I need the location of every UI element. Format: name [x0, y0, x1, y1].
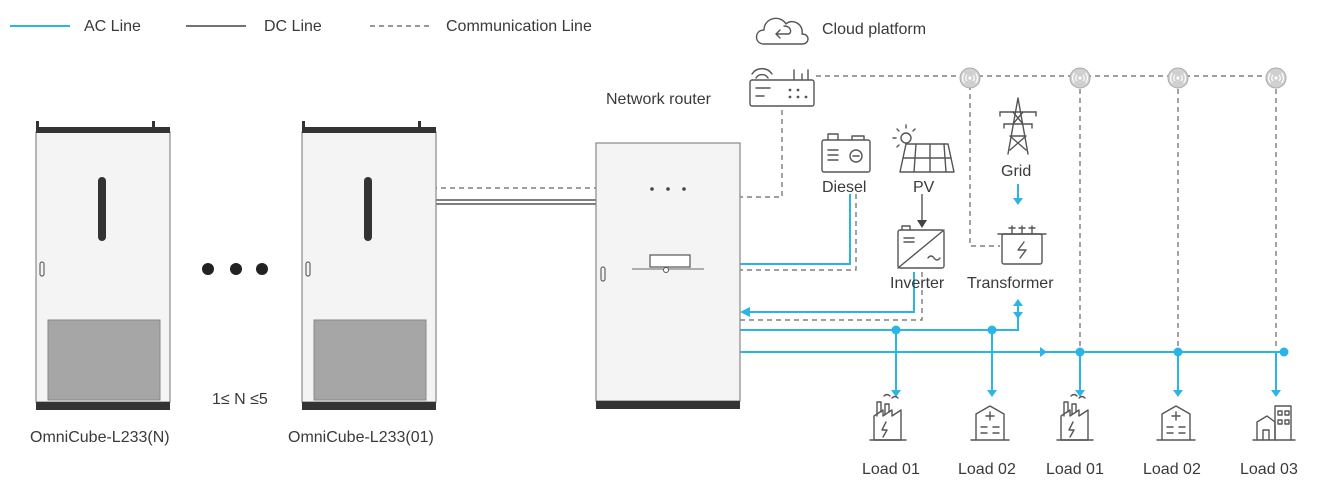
inverter-label: Inverter — [890, 275, 945, 292]
ellipsis-dots — [202, 263, 268, 275]
hospital-icon — [970, 405, 1010, 441]
cabinet-01-label: OmniCube-L233(01) — [288, 429, 434, 446]
transmission-tower-icon — [999, 97, 1037, 155]
load-3-label: Load 01 — [1046, 461, 1104, 478]
cabinet-n-label: OmniCube-L233(N) — [30, 429, 170, 446]
communication-lines — [432, 75, 1277, 346]
diesel-generator-icon — [821, 133, 871, 173]
dc-lines — [432, 194, 927, 228]
cabinet-01-icon — [301, 120, 437, 411]
factory-icon — [1056, 393, 1094, 441]
ac-lines — [740, 184, 1289, 397]
transformer-icon — [997, 225, 1047, 265]
load-1-label: Load 01 — [862, 461, 920, 478]
network-router-label: Network router — [606, 91, 712, 108]
building-icon — [1252, 405, 1296, 441]
cabinet-n-icon — [35, 120, 171, 411]
legend-ac-line: AC Line — [84, 18, 141, 35]
load-5-label: Load 03 — [1240, 461, 1298, 478]
inverter-icon — [897, 225, 945, 269]
antenna-icon — [959, 67, 981, 89]
load-2-label: Load 02 — [958, 461, 1016, 478]
legend-communication-line: Communication Line — [446, 18, 592, 35]
router-icon — [749, 68, 815, 107]
antenna-icon — [1167, 67, 1189, 89]
transformer-label: Transformer — [967, 275, 1054, 292]
solar-panel-icon — [892, 124, 955, 173]
cloud-icon — [755, 17, 809, 45]
load-4-label: Load 02 — [1143, 461, 1201, 478]
legend: AC Line DC Line Communication Line — [10, 18, 592, 35]
diesel-label: Diesel — [822, 179, 866, 196]
range-label: 1≤ N ≤5 — [212, 391, 268, 408]
cloud-platform-label: Cloud platform — [822, 21, 926, 38]
factory-icon — [869, 393, 907, 441]
hospital-icon — [1156, 405, 1196, 441]
pv-label: PV — [913, 179, 935, 196]
legend-dc-line: DC Line — [264, 18, 322, 35]
antenna-icon — [1265, 67, 1287, 89]
main-cabinet-icon — [595, 142, 741, 409]
grid-label: Grid — [1001, 163, 1031, 180]
antenna-icon — [1069, 67, 1091, 89]
